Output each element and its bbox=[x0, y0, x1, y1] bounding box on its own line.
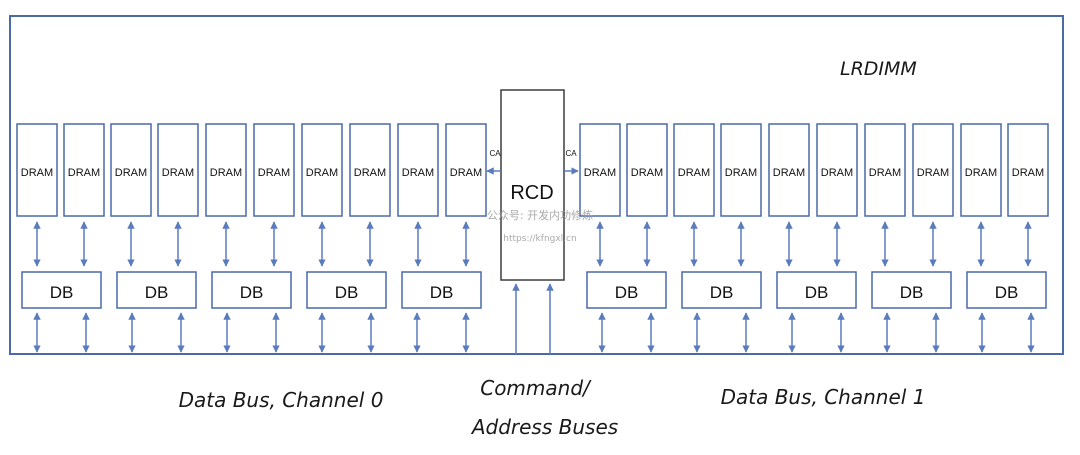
dram-chip-right-4 bbox=[720, 123, 762, 217]
db-chip-right-3 bbox=[776, 271, 857, 309]
lrdimm-module-outline bbox=[9, 15, 1064, 355]
rcd-label: RCD bbox=[510, 182, 553, 204]
db-chip-left-4 bbox=[306, 271, 387, 309]
dram-label: DRAM bbox=[1012, 167, 1044, 179]
dram-label: DRAM bbox=[210, 167, 242, 179]
db-label: DB bbox=[430, 283, 454, 302]
db-chip-right-2 bbox=[681, 271, 762, 309]
db-chip-right-5 bbox=[966, 271, 1047, 309]
db-label: DB bbox=[710, 283, 734, 302]
db-label: DB bbox=[900, 283, 924, 302]
dram-label: DRAM bbox=[68, 167, 100, 179]
dram-label: DRAM bbox=[450, 167, 482, 179]
db-chip-left-3 bbox=[211, 271, 292, 309]
dram-chip-left-4 bbox=[157, 123, 199, 217]
dram-label: DRAM bbox=[821, 167, 853, 179]
dram-chip-left-6 bbox=[253, 123, 295, 217]
ca-label-left: CA bbox=[489, 149, 501, 158]
dram-chip-right-8 bbox=[912, 123, 954, 217]
dram-label: DRAM bbox=[402, 167, 434, 179]
bus-label-command-line1: Command/ bbox=[480, 376, 592, 400]
dram-chip-right-9 bbox=[960, 123, 1002, 217]
db-label: DB bbox=[335, 283, 359, 302]
module-label: LRDIMM bbox=[840, 58, 917, 80]
dram-chip-right-3 bbox=[673, 123, 715, 217]
watermark-line1: 公众号: 开发内功修炼 bbox=[487, 208, 593, 222]
watermark-line2: https://kfngxl.cn bbox=[503, 234, 576, 244]
rcd-chip bbox=[500, 89, 565, 281]
dram-chip-left-8 bbox=[349, 123, 391, 217]
db-label: DB bbox=[240, 283, 264, 302]
dram-label: DRAM bbox=[917, 167, 949, 179]
db-label: DB bbox=[615, 283, 639, 302]
dram-label: DRAM bbox=[631, 167, 663, 179]
bus-label-channel-0: Data Bus, Channel 0 bbox=[179, 388, 384, 412]
bus-label-channel-1: Data Bus, Channel 1 bbox=[721, 385, 926, 409]
dram-chip-left-7 bbox=[301, 123, 343, 217]
db-label: DB bbox=[805, 283, 829, 302]
dram-label: DRAM bbox=[584, 167, 616, 179]
dram-label: DRAM bbox=[869, 167, 901, 179]
dram-chip-left-10 bbox=[445, 123, 487, 217]
dram-label: DRAM bbox=[678, 167, 710, 179]
ca-label-right: CA bbox=[565, 149, 577, 158]
dram-label: DRAM bbox=[773, 167, 805, 179]
dram-label: DRAM bbox=[725, 167, 757, 179]
db-chip-right-1 bbox=[586, 271, 667, 309]
arrow-layer bbox=[33, 221, 1035, 353]
dram-label: DRAM bbox=[258, 167, 290, 179]
dram-chip-left-3 bbox=[110, 123, 152, 217]
dram-chip-right-10 bbox=[1007, 123, 1049, 217]
dram-label: DRAM bbox=[21, 167, 53, 179]
dram-chip-left-2 bbox=[63, 123, 105, 217]
dram-chip-right-7 bbox=[864, 123, 906, 217]
dram-label: DRAM bbox=[115, 167, 147, 179]
db-chip-left-2 bbox=[116, 271, 197, 309]
dram-chip-right-1 bbox=[579, 123, 621, 217]
db-chip-left-5 bbox=[401, 271, 482, 309]
dram-label: DRAM bbox=[162, 167, 194, 179]
db-chip-right-4 bbox=[871, 271, 952, 309]
db-label: DB bbox=[145, 283, 169, 302]
dram-chip-right-2 bbox=[626, 123, 668, 217]
db-label: DB bbox=[50, 283, 74, 302]
db-chip-left-1 bbox=[21, 271, 102, 309]
dram-chip-right-6 bbox=[816, 123, 858, 217]
dram-chip-right-5 bbox=[768, 123, 810, 217]
dram-label: DRAM bbox=[306, 167, 338, 179]
dram-label: DRAM bbox=[965, 167, 997, 179]
db-label: DB bbox=[995, 283, 1019, 302]
bus-label-command-line2: Address Buses bbox=[470, 415, 618, 439]
dram-chip-left-5 bbox=[205, 123, 247, 217]
dram-chip-left-1 bbox=[16, 123, 58, 217]
dram-chip-left-9 bbox=[397, 123, 439, 217]
chip-layer: DRAM DRAM DRAM DRAM DRAM DRAM DRAM DRAM DRAM DRAM… bbox=[16, 123, 1049, 309]
dram-label: DRAM bbox=[354, 167, 386, 179]
